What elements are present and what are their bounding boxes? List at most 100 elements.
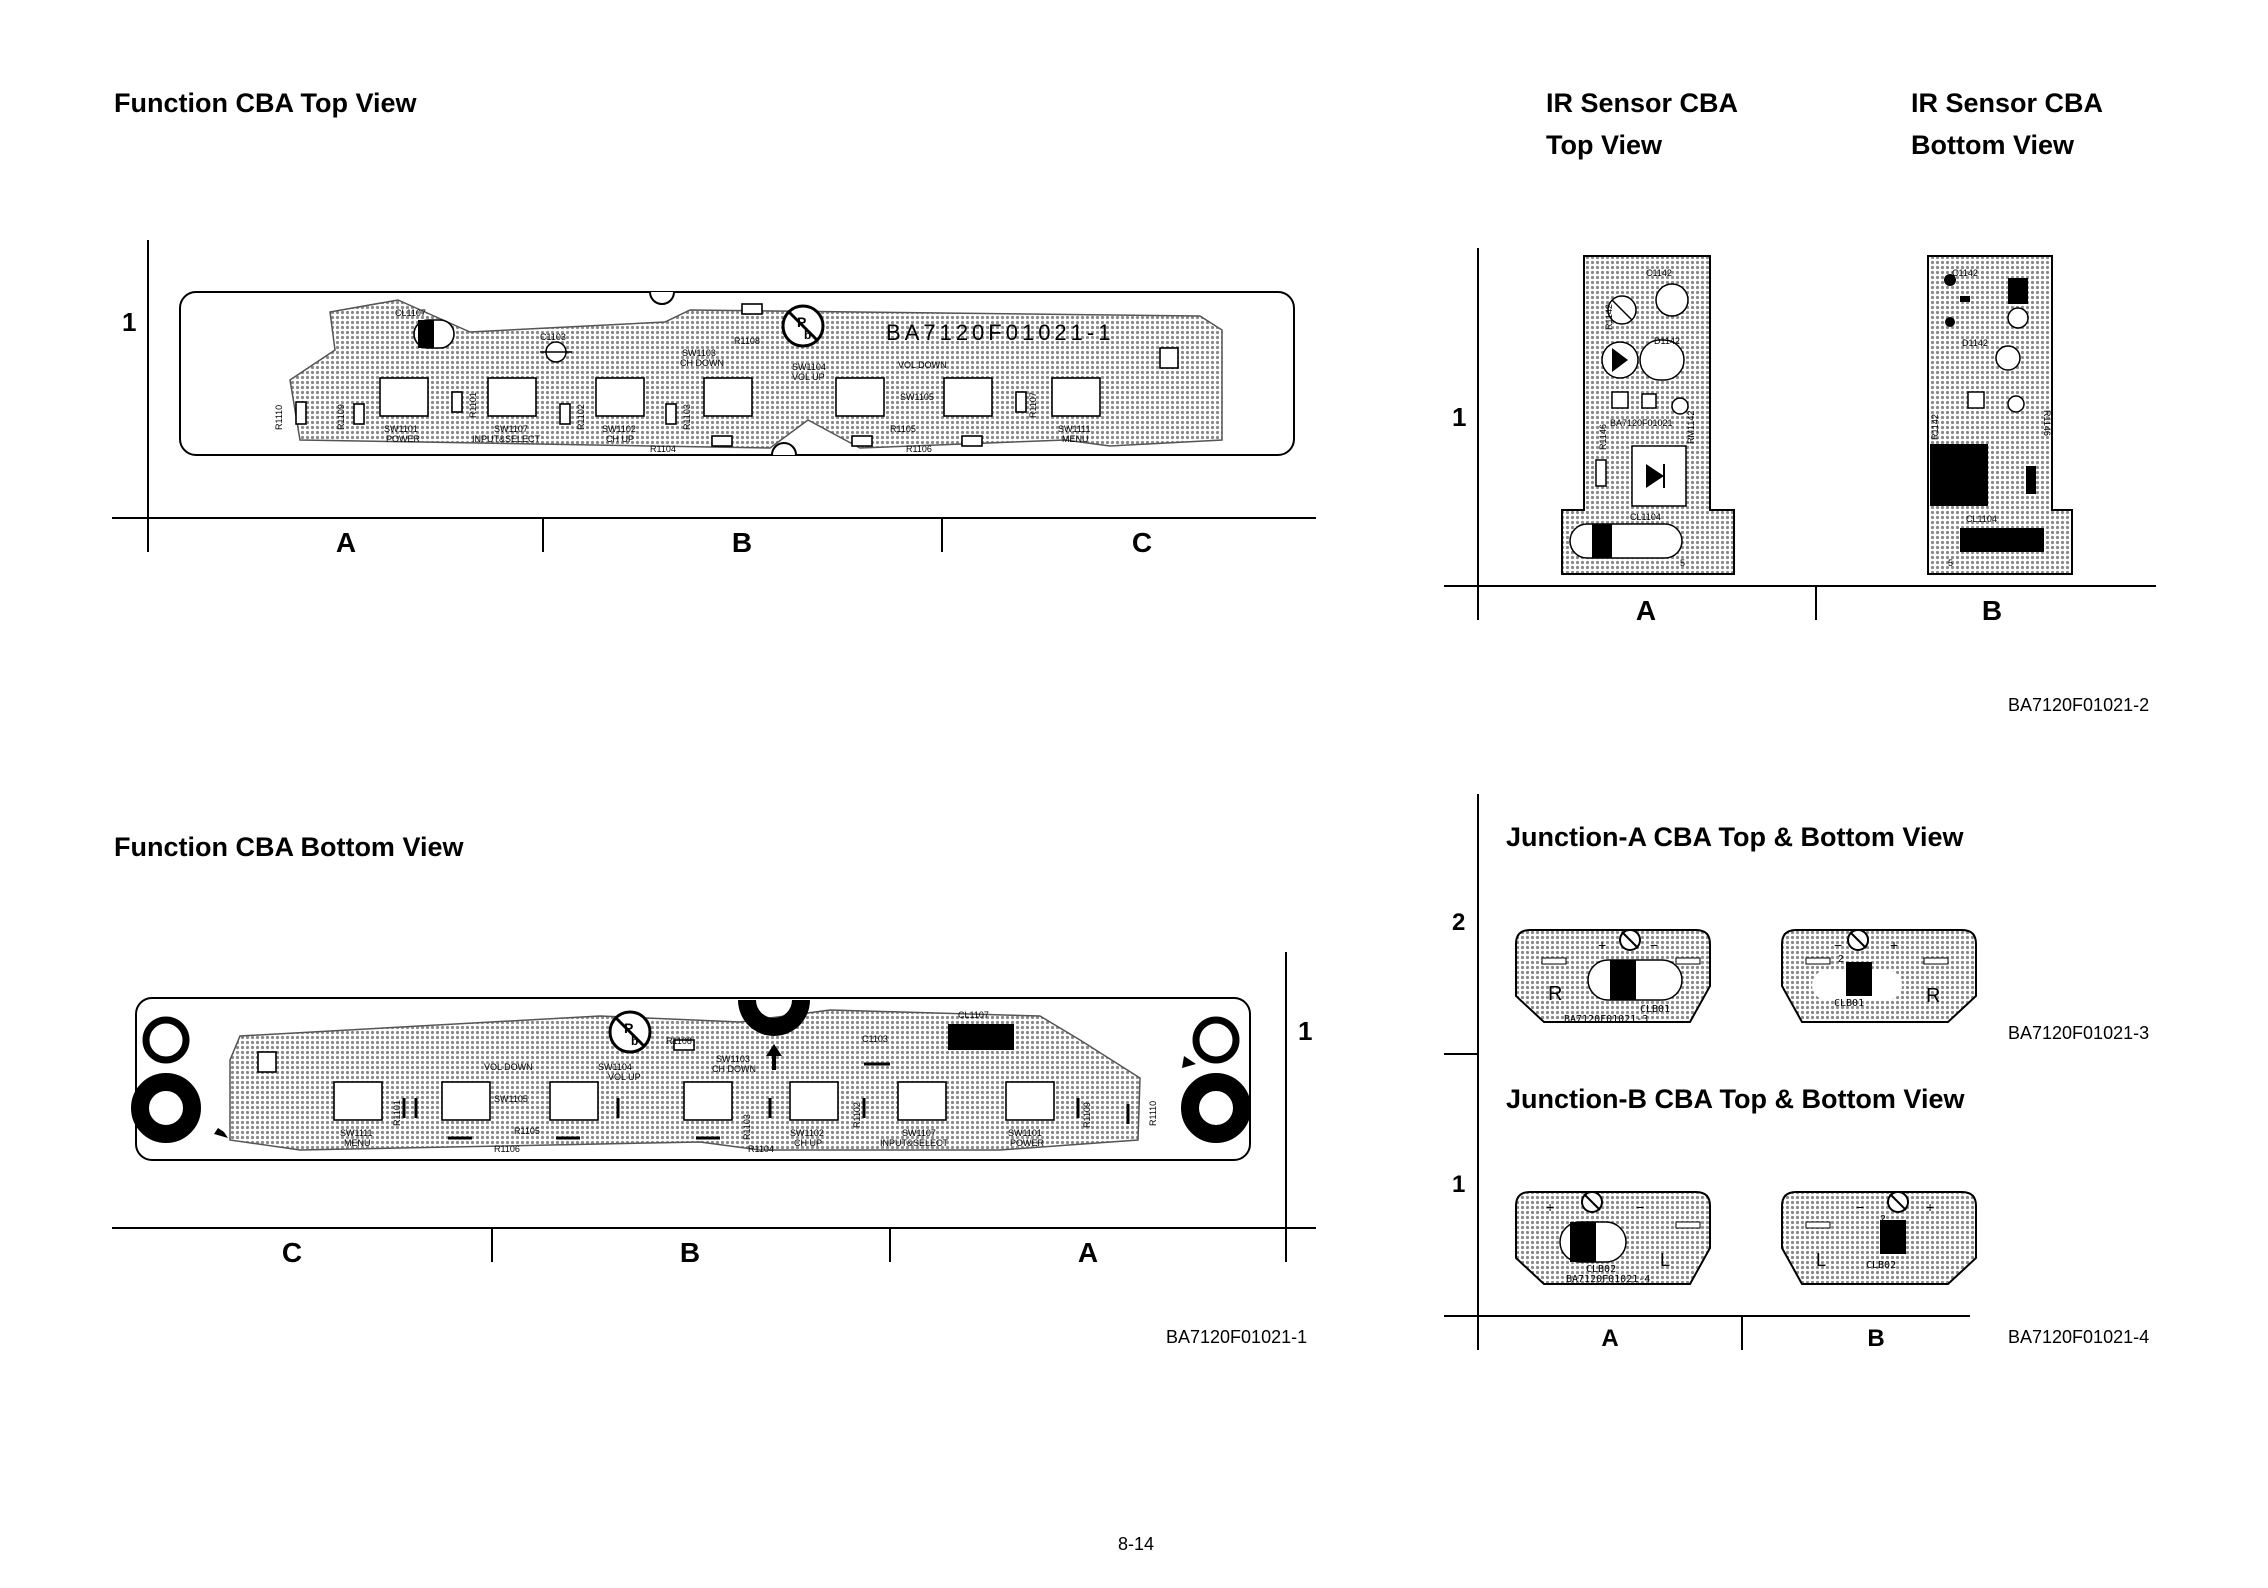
bottom-part-r1105: R1105 xyxy=(514,1126,540,1136)
insert-direction-arrow-icon xyxy=(214,1000,1196,1138)
ir-sensor-col-b: B xyxy=(1982,595,2002,626)
svg-text:P: P xyxy=(797,314,806,330)
function-bottom-col-b: B xyxy=(680,1237,700,1268)
ir-bottom-d1142: D1142 xyxy=(1962,338,1988,348)
part-r1104: R1104 xyxy=(650,444,676,454)
function-top-grid xyxy=(112,240,1316,552)
bottom-part-r1104: R1104 xyxy=(748,1144,774,1154)
junction-row-1: 1 xyxy=(1452,1171,1465,1198)
part-r1109: R1109 xyxy=(336,404,346,430)
bottom-part-sw1107: SW1107 xyxy=(902,1128,936,1138)
svg-text:P: P xyxy=(624,1020,633,1036)
part-r1101: R1101 xyxy=(468,392,478,418)
junction-a-top-r: R xyxy=(1548,983,1562,1005)
junction-a-ref: BA7120F01021-3 xyxy=(2008,1023,2150,1043)
bottom-part-c1103: C1103 xyxy=(862,1034,888,1044)
part-cl1107: CL1107 xyxy=(395,308,426,318)
part-sw1103: SW1103 xyxy=(682,348,716,358)
ir-top-c1142: C1142 xyxy=(1646,268,1672,278)
page-number: 8-14 xyxy=(1118,1534,1155,1554)
ir-bottom-board: C1142 D1142 R1142 R1146 CL1104 5 xyxy=(1927,255,2073,575)
junction-b-bottom-l: L xyxy=(1816,1250,1826,1270)
junction-b-bottom-minus: − xyxy=(1856,1199,1864,1215)
part-r1102: R1102 xyxy=(576,404,586,430)
function-bottom-grid xyxy=(112,952,1316,1262)
junction-col-a: A xyxy=(1601,1325,1618,1352)
function-top-board-code: BA7120F01021-1 xyxy=(886,320,1114,345)
junction-b-top-board: + − L CLB02 BA7120F01021-4 xyxy=(1515,1191,1711,1285)
junction-a-top-clb01: CLB01 xyxy=(1640,1004,1670,1015)
svg-text:b: b xyxy=(631,1034,638,1048)
junction-a-top-code: BA7120F01021-3 xyxy=(1564,1014,1648,1025)
junction-b-bottom-pin2: 2 xyxy=(1880,1214,1886,1225)
function-top-col-a: A xyxy=(336,527,356,558)
lead-free-pb-icon: P b xyxy=(608,1010,652,1054)
ir-top-title-1: IR Sensor CBA xyxy=(1546,88,1739,118)
part-sw1102: SW1102 xyxy=(602,424,636,434)
ir-top-r1146: R1146 xyxy=(1598,424,1608,450)
part-sw1107: SW1107 xyxy=(494,424,528,434)
junction-a-bottom-board: − 2 + R CLB01 xyxy=(1781,929,1977,1023)
bottom-part-cl1107: CL1107 xyxy=(958,1010,989,1020)
part-r1105: R1105 xyxy=(890,424,916,434)
bottom-part-sw1105: SW1105 xyxy=(494,1094,528,1104)
junction-b-bottom-plus: + xyxy=(1926,1199,1934,1215)
part-ch-down: CH DOWN xyxy=(680,358,724,368)
junction-b-ref: BA7120F01021-4 xyxy=(2008,1327,2150,1347)
ir-bottom-r1142: R1142 xyxy=(1930,414,1940,440)
bottom-part-input-select: INPUT&SELECT xyxy=(880,1138,949,1148)
part-sw1101: SW1101 xyxy=(384,424,418,434)
ir-bottom-title-2: Bottom View xyxy=(1911,130,2075,160)
junction-b-title: Junction-B CBA Top & Bottom View xyxy=(1506,1084,1965,1114)
ir-bottom-title-1: IR Sensor CBA xyxy=(1911,88,2104,118)
function-top-board: P b BA7120F01021-1 CL1107 C1103 R1108 SW… xyxy=(179,291,1295,456)
bottom-part-vol-down: VOL DOWN xyxy=(484,1062,533,1072)
part-vol-up: VOL UP xyxy=(792,372,825,382)
bottom-part-r1108: R1108 xyxy=(666,1036,692,1046)
junction-grid xyxy=(1444,794,1970,1350)
ir-bottom-pin5: 5 xyxy=(1948,558,1953,568)
bottom-part-r1103: R1103 xyxy=(742,1114,752,1140)
part-r1107: R1107 xyxy=(1028,392,1038,418)
ir-sensor-row-1: 1 xyxy=(1452,402,1466,432)
part-vol-down: VOL DOWN xyxy=(898,360,947,370)
ir-top-cl1104: CL1104 xyxy=(1630,512,1661,522)
function-top-col-b: B xyxy=(732,527,752,558)
bottom-part-ch-down: CH DOWN xyxy=(712,1064,756,1074)
bottom-part-sw1102: SW1102 xyxy=(790,1128,824,1138)
junction-b-top-clb02: CLB02 xyxy=(1586,1264,1616,1275)
ir-top-code: BA7120F01021 xyxy=(1610,418,1673,428)
part-menu: MENU xyxy=(1062,434,1089,444)
junction-b-top-l: L xyxy=(1660,1250,1670,1270)
bottom-part-power: POWER xyxy=(1010,1138,1045,1148)
ir-bottom-c1142: C1142 xyxy=(1952,268,1978,278)
ir-top-rm1142: RM1142 xyxy=(1686,411,1696,444)
function-top-col-c: C xyxy=(1132,527,1152,558)
svg-text:b: b xyxy=(804,328,811,342)
part-r1106: R1106 xyxy=(906,444,932,454)
part-r1110: R1110 xyxy=(274,405,284,430)
junction-a-top-minus: − xyxy=(1650,937,1658,953)
function-top-title: Function CBA Top View xyxy=(114,88,417,118)
bottom-part-sw1111: SW1111 xyxy=(340,1128,373,1138)
function-bottom-col-c: C xyxy=(282,1237,302,1268)
bottom-part-menu: MENU xyxy=(344,1138,371,1148)
junction-b-bottom-clb02: CLB02 xyxy=(1866,1260,1896,1271)
bottom-part-r1102: R1102 xyxy=(852,1102,862,1128)
bottom-part-sw1103: SW1103 xyxy=(716,1054,750,1064)
part-c1103: C1103 xyxy=(540,332,566,342)
bottom-part-r1101: R1101 xyxy=(392,1100,402,1126)
part-sw1104: SW1104 xyxy=(792,362,826,372)
junction-b-top-code: BA7120F01021-4 xyxy=(1566,1274,1650,1285)
function-bottom-board: P b CL1107 C1103 R1108 SW1103 CH DOWN SW… xyxy=(131,997,1251,1161)
junction-a-bottom-r: R xyxy=(1926,985,1940,1007)
junction-b-top-minus: − xyxy=(1636,1199,1644,1215)
part-r1103: R1103 xyxy=(682,404,692,430)
ir-sensor-col-a: A xyxy=(1636,595,1656,626)
lead-free-pb-icon: P b xyxy=(781,304,825,348)
ir-sensor-ref: BA7120F01021-2 xyxy=(2008,695,2150,715)
function-top-row-1: 1 xyxy=(122,307,136,337)
part-power: POWER xyxy=(386,434,421,444)
function-bottom-ref: BA7120F01021-1 xyxy=(1166,1327,1308,1347)
